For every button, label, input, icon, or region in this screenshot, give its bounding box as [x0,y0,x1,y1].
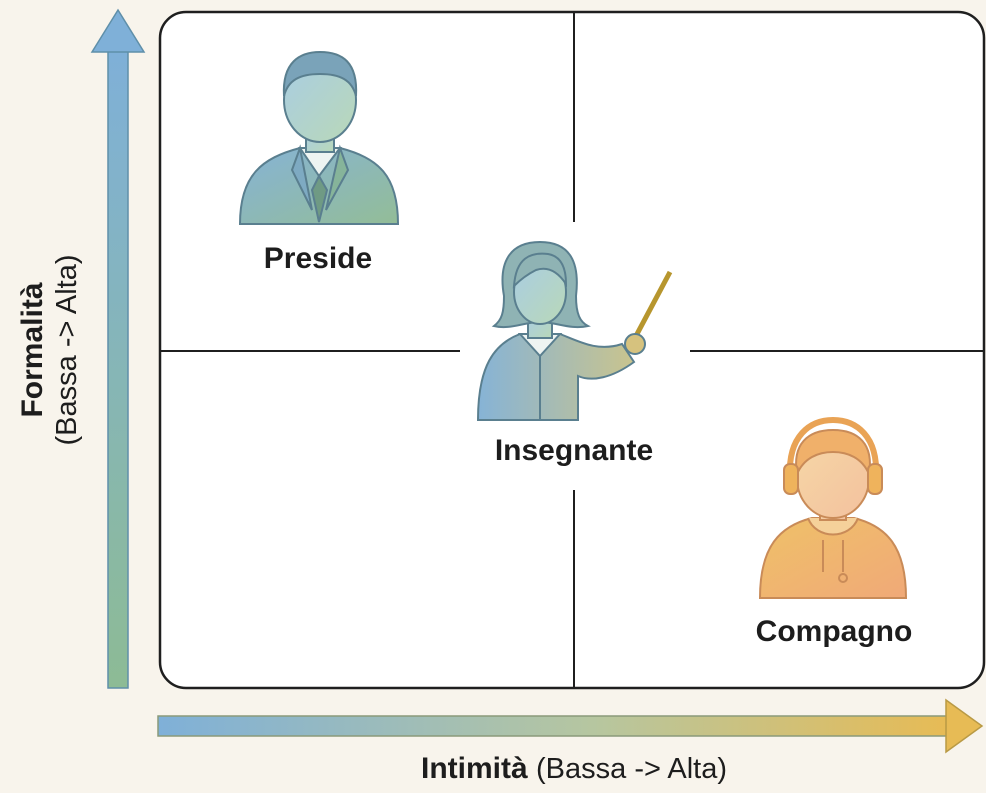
y-axis-title-text: Formalità [16,282,49,418]
x-axis-title: Intimità (Bassa -> Alta) [421,752,727,786]
principal-icon [238,50,400,225]
y-axis-subtitle-text: (Bassa -> Alta) [51,254,83,446]
classmate-icon [758,416,908,599]
x-axis-subtitle-text: (Bassa -> Alta) [536,753,728,785]
x-axis-arrow [157,698,984,754]
classmate-label: Compagno [755,615,913,648]
y-axis-title: Formalità (Bassa -> Alta) [16,255,84,446]
x-axis-title-text: Intimità [420,752,537,785]
principal-label: Preside [263,242,373,275]
teacher-icon [476,240,673,421]
y-axis-arrow [90,8,146,689]
teacher-label: Insegnante [494,434,654,467]
